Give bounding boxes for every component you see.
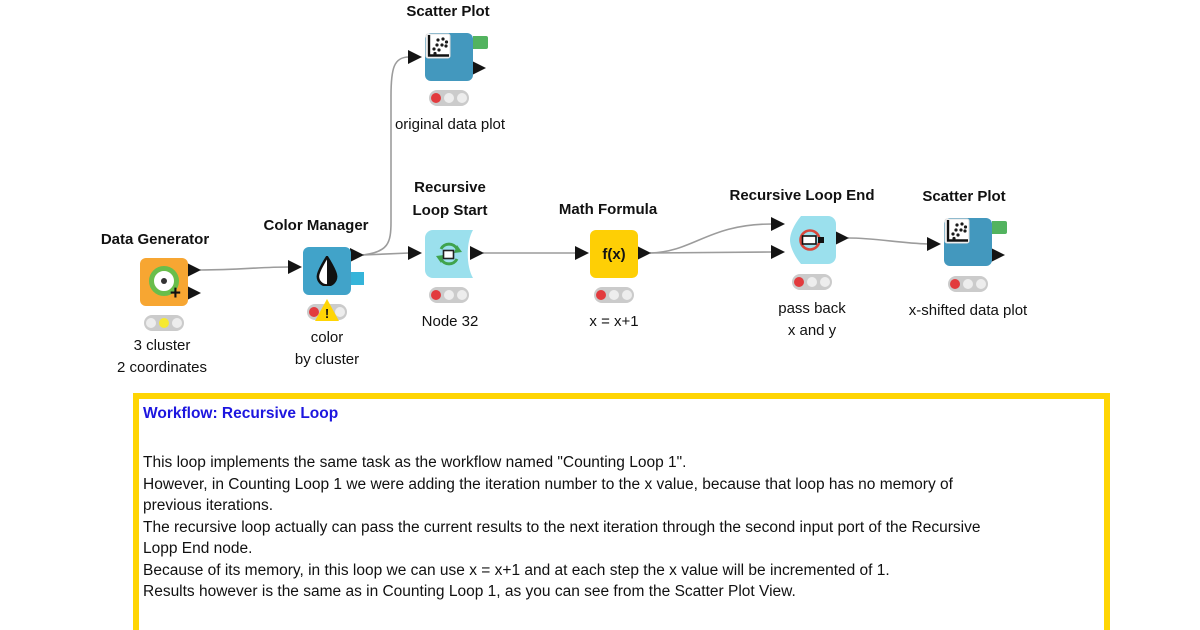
view-port-icon[interactable] <box>473 36 488 49</box>
plus-icon: + <box>169 283 181 304</box>
traffic-light-loopend <box>792 274 832 290</box>
traffic-light-loopstart <box>429 287 469 303</box>
output-port-colormanager-data[interactable] <box>350 248 364 262</box>
node-data-generator[interactable]: + <box>140 258 188 306</box>
loop-end-icon <box>788 216 836 264</box>
output-port-datagen-2[interactable] <box>187 286 201 300</box>
input-port-loopend-1[interactable] <box>771 217 785 231</box>
annotation-title: Workflow: Recursive Loop <box>143 405 339 422</box>
node-label: x and y <box>787 322 837 339</box>
math-formula-icon: f(x) <box>602 245 626 263</box>
node-title-scatter-plot-right: Scatter Plot <box>922 188 1006 205</box>
node-label: x = x+1 <box>589 313 639 330</box>
annotation-line: Results however is the same as in Counti… <box>143 583 796 600</box>
connection-mathformula-loopend-bottom[interactable] <box>649 251 773 254</box>
node-recursive-loop-start[interactable] <box>425 230 473 278</box>
node-scatter-plot-right[interactable] <box>944 218 1007 266</box>
annotation-line: Lopp End node. <box>143 540 253 557</box>
node-title-data-generator: Data Generator <box>100 231 210 248</box>
node-title-recursive-loop-start: Recursive Loop Start <box>412 179 488 219</box>
node-recursive-loop-end[interactable] <box>788 216 836 264</box>
output-port-datagen-1[interactable] <box>187 263 201 277</box>
cluster-generator-icon: + <box>140 258 188 306</box>
node-label: by cluster <box>294 351 360 368</box>
connection-loopend-scatterplot-right[interactable] <box>847 237 929 245</box>
input-port-scatter-right[interactable] <box>927 237 941 251</box>
annotation-line: previous iterations. <box>143 497 274 514</box>
node-label: original data plot <box>394 116 506 133</box>
color-drop-icon <box>303 247 351 295</box>
node-label: color <box>310 329 344 346</box>
traffic-light-mathformula <box>594 287 634 303</box>
node-label: Node 32 <box>421 313 479 330</box>
connection-colormanager-loopstart[interactable] <box>362 252 410 256</box>
node-label: pass back <box>778 300 846 317</box>
node-title-color-manager: Color Manager <box>263 217 369 234</box>
node-label: 2 coordinates <box>116 359 208 376</box>
annotation-body: This loop implements the same task as th… <box>143 452 1104 603</box>
annotation-line: However, in Counting Loop 1 we were addi… <box>143 475 953 493</box>
output-port-mathformula[interactable] <box>637 246 651 260</box>
node-color-manager[interactable] <box>303 247 351 295</box>
traffic-light-scatter-right <box>948 276 988 292</box>
loop-start-icon <box>425 230 473 278</box>
connection-datagen-colormanager[interactable] <box>199 266 290 271</box>
input-port-loopstart[interactable] <box>408 246 422 260</box>
input-port-scatter-top[interactable] <box>408 50 422 64</box>
node-label: 3 cluster <box>133 337 191 354</box>
output-port-colormanager-colormodel[interactable] <box>351 272 364 285</box>
input-port-mathformula[interactable] <box>575 246 589 260</box>
node-math-formula[interactable]: f(x) <box>590 230 638 278</box>
annotation-line: Because of its memory, in this loop we c… <box>143 561 890 579</box>
node-title-scatter-plot-top: Scatter Plot <box>406 3 490 20</box>
node-label: x-shifted data plot <box>908 302 1028 319</box>
scatter-plot-icon <box>425 33 451 59</box>
input-port-loopend-2[interactable] <box>771 245 785 259</box>
input-port-colormanager[interactable] <box>288 260 302 274</box>
node-scatter-plot-top[interactable] <box>425 33 488 81</box>
node-title-recursive-loop-end: Recursive Loop End <box>729 187 875 204</box>
view-port-icon[interactable] <box>992 221 1007 234</box>
scatter-plot-icon <box>944 218 970 244</box>
traffic-light-datagen <box>144 315 184 331</box>
traffic-light-scatter-top <box>429 90 469 106</box>
annotation-line: This loop implements the same task as th… <box>143 454 687 471</box>
output-port-scatter-right[interactable] <box>991 248 1005 262</box>
output-port-loopend[interactable] <box>835 231 849 245</box>
output-port-loopstart[interactable] <box>470 246 484 260</box>
output-port-scatter-top[interactable] <box>472 61 486 75</box>
annotation-line: The recursive loop actually can pass the… <box>143 518 981 536</box>
workflow-annotation[interactable]: Workflow: Recursive Loop This loop imple… <box>133 393 1110 630</box>
connection-colormanager-scatterplot-top[interactable] <box>362 56 410 256</box>
connection-mathformula-loopend-top[interactable] <box>649 223 773 254</box>
node-title-math-formula: Math Formula <box>558 201 658 218</box>
